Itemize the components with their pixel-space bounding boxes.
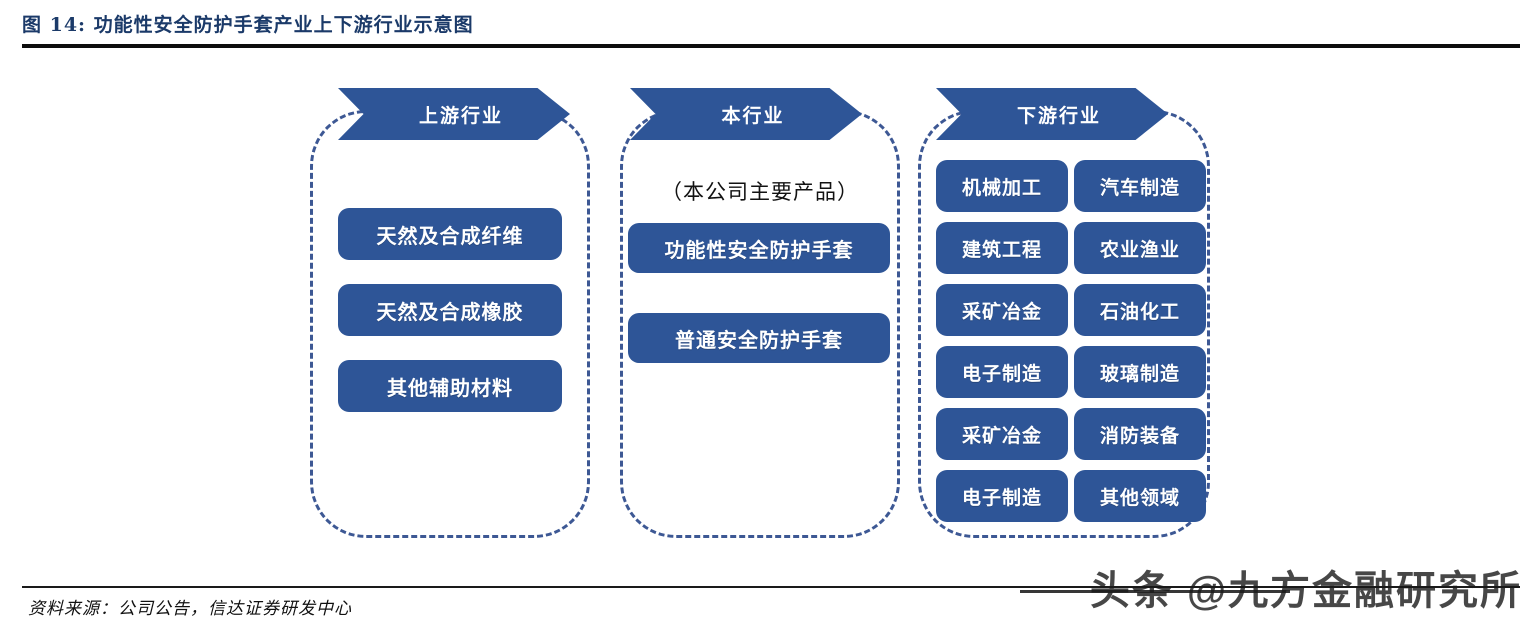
downstream-row-3: 采矿冶金 石油化工: [936, 284, 1206, 336]
source-note: 资料来源：公司公告，信达证券研发中心: [28, 599, 352, 619]
industry-banner: 本行业: [630, 88, 862, 140]
downstream-item-2-left[interactable]: 建筑工程: [936, 222, 1068, 274]
column-industry: 本行业 （本公司主要产品） 功能性安全防护手套 普通安全防护手套: [620, 88, 900, 538]
upstream-banner: 上游行业: [338, 88, 570, 140]
industry-item-2[interactable]: 普通安全防护手套: [628, 313, 890, 363]
downstream-item-4-left[interactable]: 电子制造: [936, 346, 1068, 398]
title-divider: [22, 44, 1520, 48]
downstream-item-5-left[interactable]: 采矿冶金: [936, 408, 1068, 460]
title-bar: 图 14: 功能性安全防护手套产业上下游行业示意图: [0, 0, 1536, 48]
upstream-item-1[interactable]: 天然及合成纤维: [338, 208, 562, 260]
page-title: 图 14: 功能性安全防护手套产业上下游行业示意图: [22, 14, 474, 36]
industry-item-1[interactable]: 功能性安全防护手套: [628, 223, 890, 273]
industry-note: （本公司主要产品）: [661, 181, 859, 204]
downstream-item-2-right[interactable]: 农业渔业: [1074, 222, 1206, 274]
column-upstream: 上游行业 天然及合成纤维 天然及合成橡胶 其他辅助材料: [310, 88, 590, 538]
downstream-item-5-right[interactable]: 消防装备: [1074, 408, 1206, 460]
downstream-banner: 下游行业: [936, 88, 1168, 140]
downstream-item-1-right[interactable]: 汽车制造: [1074, 160, 1206, 212]
downstream-item-3-right[interactable]: 石油化工: [1074, 284, 1206, 336]
value-chain-diagram: 上游行业 天然及合成纤维 天然及合成橡胶 其他辅助材料 本行业 （本公司主要产品…: [0, 48, 1536, 558]
downstream-item-3-left[interactable]: 采矿冶金: [936, 284, 1068, 336]
upstream-banner-label: 上游行业: [418, 105, 503, 127]
downstream-row-4: 电子制造 玻璃制造: [936, 346, 1206, 398]
industry-banner-label: 本行业: [721, 105, 785, 127]
upstream-item-2[interactable]: 天然及合成橡胶: [338, 284, 562, 336]
downstream-item-6-right[interactable]: 其他领域: [1074, 470, 1206, 522]
watermark-rule: [1020, 590, 1290, 593]
downstream-item-1-left[interactable]: 机械加工: [936, 160, 1068, 212]
column-downstream: 下游行业 机械加工 汽车制造 建筑工程 农业渔业 采矿冶金 石油化工 电子制造 …: [918, 88, 1210, 538]
downstream-item-4-right[interactable]: 玻璃制造: [1074, 346, 1206, 398]
downstream-item-6-left[interactable]: 电子制造: [936, 470, 1068, 522]
downstream-row-5: 采矿冶金 消防装备: [936, 408, 1206, 460]
downstream-banner-label: 下游行业: [1016, 105, 1101, 127]
downstream-row-2: 建筑工程 农业渔业: [936, 222, 1206, 274]
downstream-row-1: 机械加工 汽车制造: [936, 160, 1206, 212]
footer-divider: [22, 586, 1520, 588]
upstream-item-3[interactable]: 其他辅助材料: [338, 360, 562, 412]
downstream-row-6: 电子制造 其他领域: [936, 470, 1206, 522]
